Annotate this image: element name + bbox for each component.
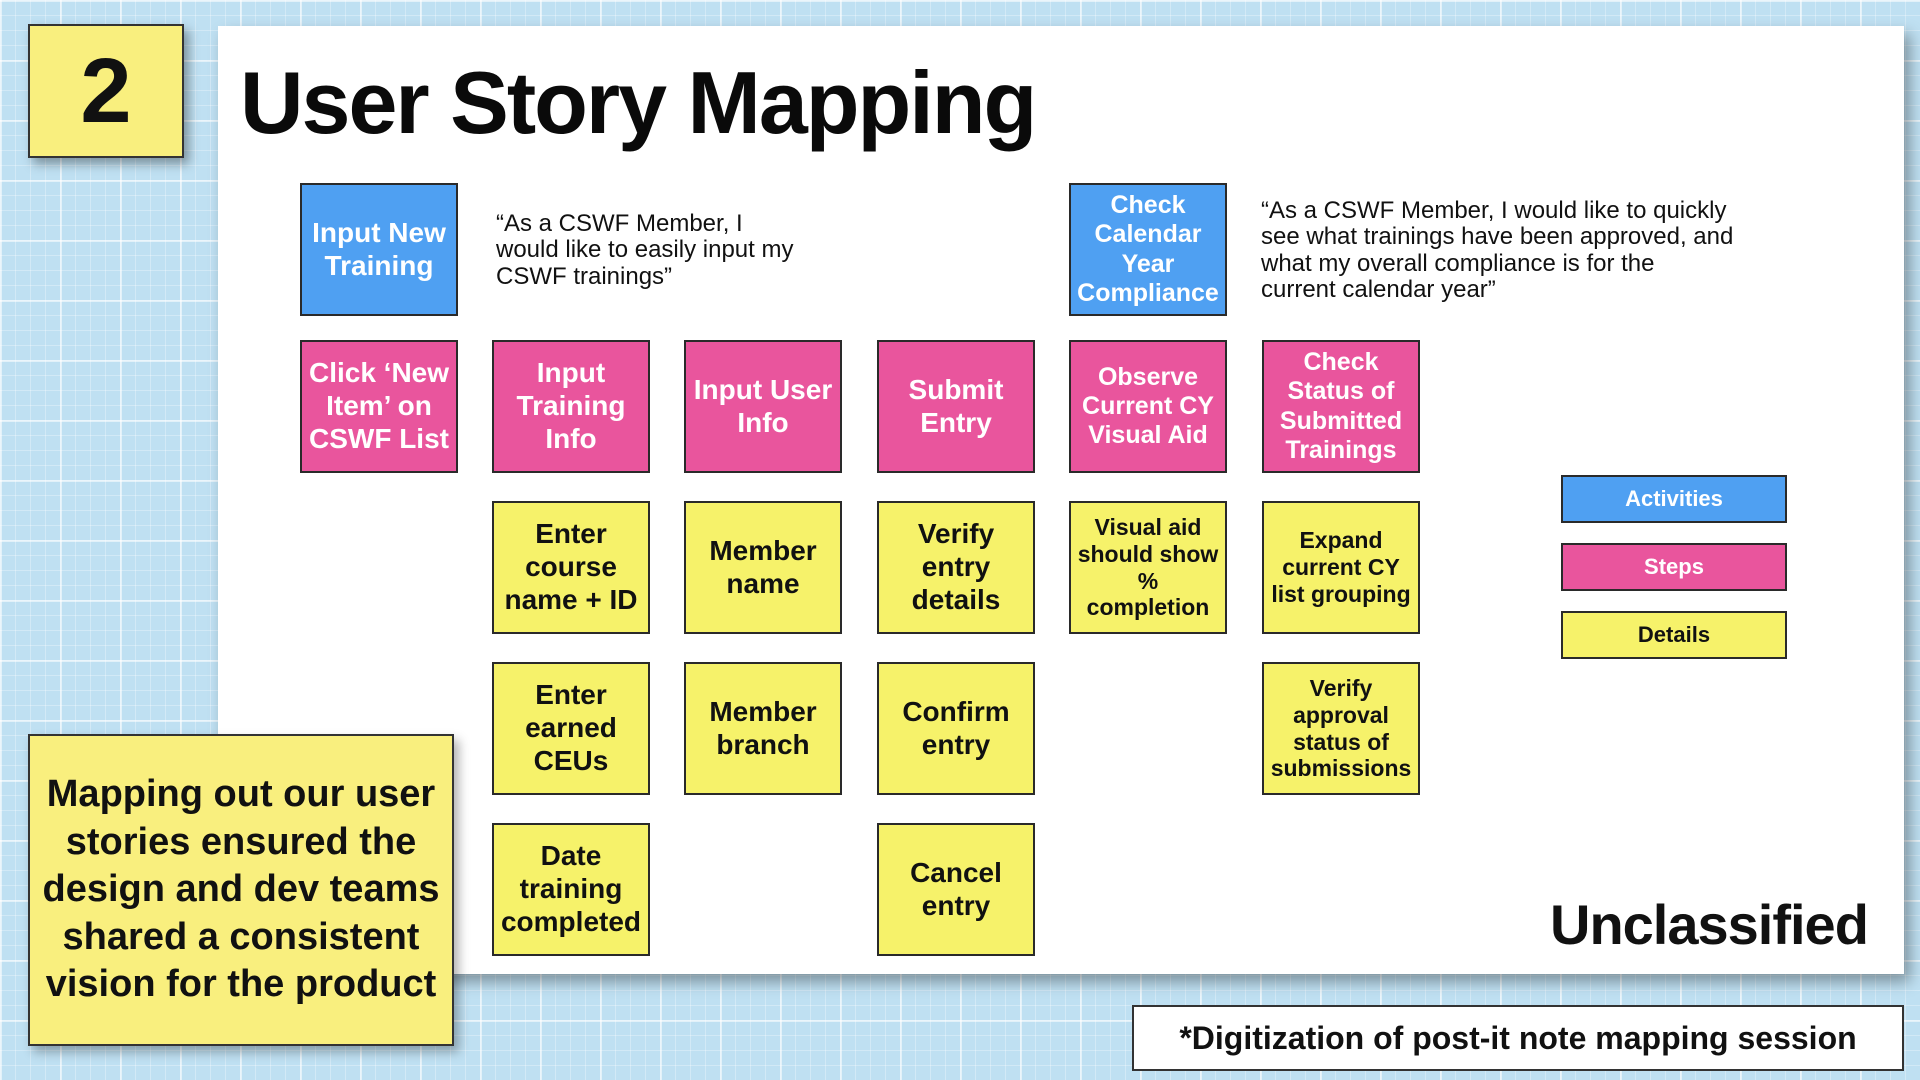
classification-label: Unclassified (1550, 893, 1869, 956)
step-click-new-item: Click ‘New Item’ on CSWF List (300, 340, 458, 473)
detail-enter-earned-ceus: Enter earned CEUs (492, 662, 650, 795)
detail-member-name: Member name (684, 501, 842, 634)
activity-check-calendar-year-compliance: Check Calendar Year Compliance (1069, 183, 1227, 316)
detail-expand-cy-grouping: Expand current CY list grouping (1262, 501, 1420, 634)
detail-cancel-entry: Cancel entry (877, 823, 1035, 956)
user-story-quote-input: “As a CSWF Member, I would like to easil… (496, 210, 794, 290)
step-input-training-info: Input Training Info (492, 340, 650, 473)
detail-verify-entry-details: Verify entry details (877, 501, 1035, 634)
step-submit-entry: Submit Entry (877, 340, 1035, 473)
step-check-status-submitted: Check Status of Submitted Trainings (1262, 340, 1420, 473)
slide-title: User Story Mapping (240, 53, 1037, 152)
activity-input-new-training: Input New Training (300, 183, 458, 316)
slide-number-badge: 2 (28, 24, 184, 158)
detail-member-branch: Member branch (684, 662, 842, 795)
detail-visual-aid-completion: Visual aid should show % completion (1069, 501, 1227, 634)
legend-steps: Steps (1561, 543, 1787, 591)
detail-date-training-completed: Date training completed (492, 823, 650, 956)
step-input-user-info: Input User Info (684, 340, 842, 473)
detail-verify-approval-status: Verify approval status of submissions (1262, 662, 1420, 795)
detail-enter-course-name-id: Enter course name + ID (492, 501, 650, 634)
legend-details: Details (1561, 611, 1787, 659)
legend-activities: Activities (1561, 475, 1787, 523)
detail-confirm-entry: Confirm entry (877, 662, 1035, 795)
summary-callout: Mapping out our user stories ensured the… (28, 734, 454, 1046)
footnote: *Digitization of post-it note mapping se… (1132, 1005, 1904, 1071)
step-observe-cy-visual-aid: Observe Current CY Visual Aid (1069, 340, 1227, 473)
user-story-quote-compliance: “As a CSWF Member, I would like to quick… (1261, 197, 1734, 304)
